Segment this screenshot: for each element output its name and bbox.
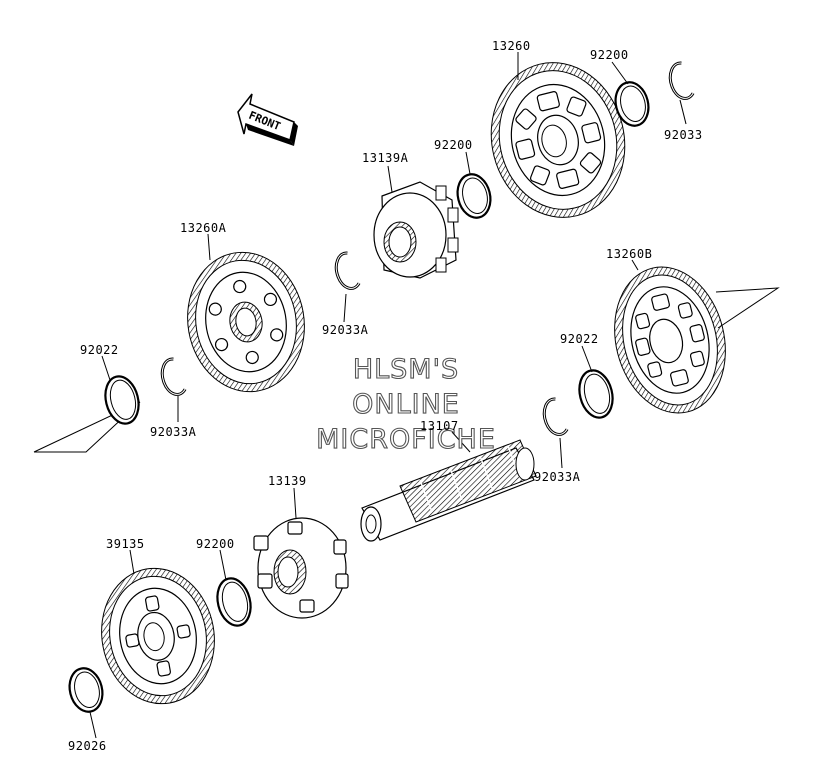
watermark-line-1: HLSM'S bbox=[353, 354, 459, 385]
leader-lines bbox=[89, 52, 687, 739]
circlip-92033A-left bbox=[160, 357, 187, 396]
label-13260B[interactable]: 13260B bbox=[606, 247, 652, 261]
assembly-axis-lines bbox=[33, 287, 780, 453]
label-92200-lower[interactable]: 92200 bbox=[196, 537, 235, 551]
label-92022-left[interactable]: 92022 bbox=[80, 343, 119, 357]
circlip-92033A-upper bbox=[334, 251, 361, 290]
circlip-92033A-right bbox=[542, 397, 569, 436]
washer-92200-lower bbox=[216, 577, 252, 627]
gear-13139 bbox=[253, 517, 349, 619]
gear-13139A bbox=[373, 181, 459, 279]
label-92026[interactable]: 92026 bbox=[68, 739, 107, 753]
label-92033A-left[interactable]: 92033A bbox=[150, 425, 197, 439]
washer-92022-right bbox=[578, 369, 614, 419]
label-13139[interactable]: 13139 bbox=[268, 474, 307, 488]
gear-13260A bbox=[187, 251, 305, 393]
label-13260A[interactable]: 13260A bbox=[180, 221, 227, 235]
label-92200-middle[interactable]: 92200 bbox=[434, 138, 473, 152]
watermark-line-3: MICROFICHE bbox=[316, 424, 496, 455]
washer-92022-left bbox=[104, 375, 140, 425]
washer-92200-top bbox=[614, 81, 650, 127]
front-arrow-icon: FRONT bbox=[237, 93, 298, 146]
label-13107[interactable]: 13107 bbox=[420, 419, 459, 433]
label-92033[interactable]: 92033 bbox=[664, 128, 703, 142]
label-92033A-right[interactable]: 92033A bbox=[534, 470, 581, 484]
label-92200-top[interactable]: 92200 bbox=[590, 48, 629, 62]
label-13139A[interactable]: 13139A bbox=[362, 151, 409, 165]
washer-92026 bbox=[68, 667, 104, 713]
label-92033A-upper[interactable]: 92033A bbox=[322, 323, 369, 337]
circlip-92033 bbox=[668, 61, 695, 100]
part-labels: 13260 92200 92033 92200 13139A 13260A 92… bbox=[68, 39, 703, 753]
gear-39135 bbox=[101, 567, 215, 705]
shaft-13107 bbox=[360, 439, 537, 542]
label-39135[interactable]: 39135 bbox=[106, 537, 145, 551]
watermark-line-2: ONLINE bbox=[352, 389, 460, 420]
watermark: HLSM'S ONLINE MICROFICHE bbox=[316, 353, 496, 455]
label-92022-right[interactable]: 92022 bbox=[560, 332, 599, 346]
washer-92200-middle bbox=[456, 173, 492, 219]
gear-13260B bbox=[614, 266, 726, 414]
gear-13260 bbox=[490, 62, 626, 218]
label-13260[interactable]: 13260 bbox=[492, 39, 531, 53]
